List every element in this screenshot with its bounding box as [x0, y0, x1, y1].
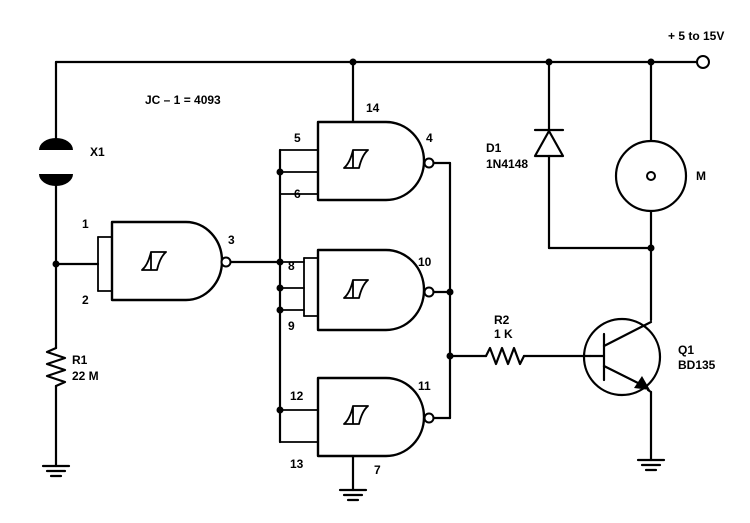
diode-d1: D1 1N4148	[486, 60, 653, 250]
pin-12: 12	[290, 389, 304, 403]
pin-8: 8	[288, 259, 295, 273]
r1-ref: R1	[72, 353, 88, 367]
pin-4: 4	[426, 131, 433, 145]
pin-3: 3	[228, 233, 235, 247]
supply-terminal	[696, 55, 710, 69]
pin-1: 1	[82, 217, 89, 231]
pin-2: 2	[82, 293, 89, 307]
nand-gate-1: 1 2 3	[82, 217, 282, 307]
r1-value: 22 M	[72, 369, 99, 383]
pin-11: 11	[418, 379, 431, 393]
pin-5: 5	[294, 131, 301, 145]
r2-ref: R2	[494, 313, 510, 327]
resistor-r2: R2 1 K	[484, 313, 592, 366]
transistor-q1: Q1 BD135	[582, 317, 716, 472]
pin-14: 14	[366, 101, 380, 115]
output-bus	[446, 161, 488, 420]
nand-gate-2: 14 5 6 4	[279, 60, 452, 202]
touch-plate-x1: X1	[39, 138, 105, 266]
motor-label: M	[696, 169, 706, 183]
q1-part: BD135	[678, 358, 716, 372]
pin-10: 10	[418, 255, 432, 269]
pin-7: 7	[374, 463, 381, 477]
pin-9: 9	[288, 319, 295, 333]
nand-gate-3: 8 9 10	[279, 248, 452, 333]
pin-6: 6	[294, 187, 301, 201]
pin-13: 13	[290, 457, 304, 471]
supply-label: + 5 to 15V	[668, 29, 724, 43]
r2-value: 1 K	[494, 327, 513, 341]
d1-part: 1N4148	[486, 157, 528, 171]
motor-m: M	[614, 60, 706, 322]
d1-ref: D1	[486, 141, 502, 155]
ic-note: JC – 1 = 4093	[145, 93, 221, 107]
nand-gate-4: 12 13 7 11	[279, 376, 452, 502]
resistor-r1: R1 22 M	[41, 262, 99, 478]
x1-label: X1	[90, 145, 105, 159]
q1-ref: Q1	[678, 343, 694, 357]
